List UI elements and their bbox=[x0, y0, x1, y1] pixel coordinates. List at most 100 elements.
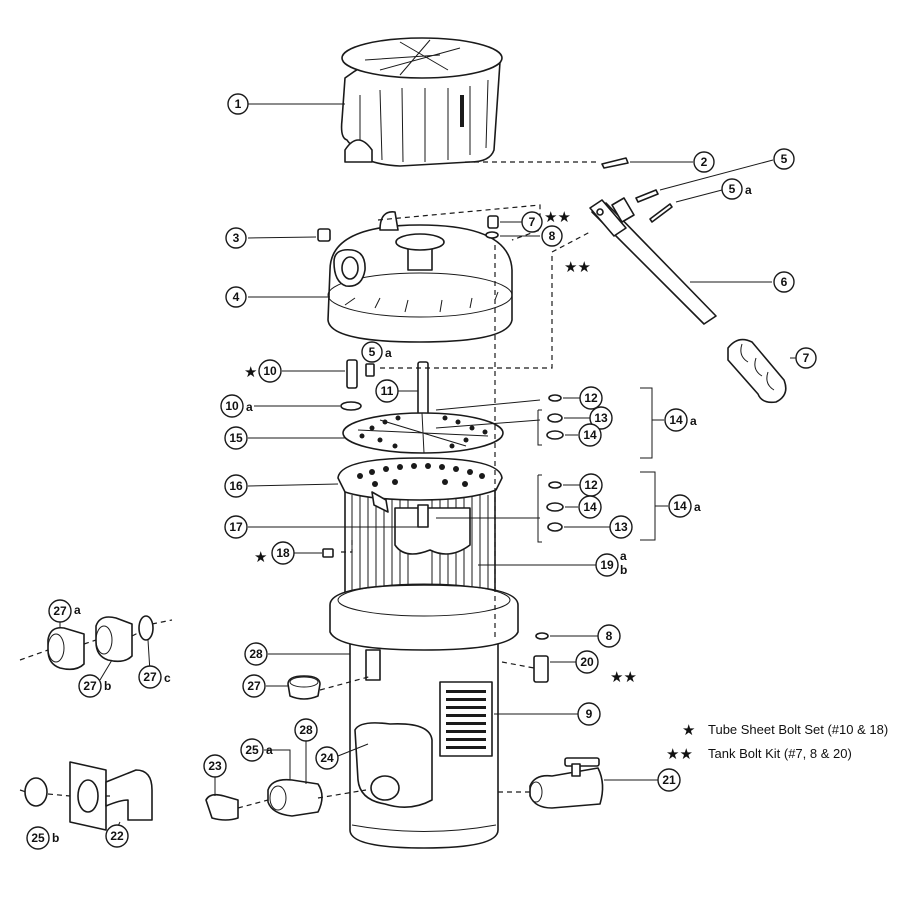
callout-number: 10 bbox=[263, 364, 277, 378]
callout-10: 10 bbox=[258, 359, 282, 383]
callout-suffix: a bbox=[694, 500, 701, 514]
part-tank-drawing bbox=[329, 583, 519, 849]
callout-number: 16 bbox=[229, 479, 243, 493]
legend-single-star: ★ bbox=[682, 721, 695, 739]
callout-number: 27 bbox=[53, 604, 67, 618]
callout-number: 5 bbox=[781, 152, 788, 166]
callout-number: 14 bbox=[669, 413, 683, 427]
callout-13-mid: 13 bbox=[609, 515, 633, 539]
callout-number: 14 bbox=[673, 499, 687, 513]
callout-number: 21 bbox=[662, 773, 676, 787]
callout-suffix: a bbox=[745, 183, 752, 197]
callout-3: 3 bbox=[225, 227, 247, 249]
callout-number: 10 bbox=[225, 399, 239, 413]
callout-number: 24 bbox=[320, 751, 334, 765]
callout-number: 12 bbox=[584, 391, 598, 405]
callout-suffix: a bbox=[74, 603, 81, 617]
callout-number: 15 bbox=[229, 431, 243, 445]
callout-11: 11 bbox=[375, 379, 399, 403]
legend: ★ Tube Sheet Bolt Set (#10 & 18) ★★ Tank… bbox=[666, 721, 888, 763]
star-marker-double: ★★ bbox=[610, 668, 637, 686]
callout-number: 8 bbox=[606, 629, 613, 643]
callout-number: 7 bbox=[529, 215, 536, 229]
callout-suffix: a bbox=[266, 743, 273, 757]
callout-suffix: a bbox=[385, 346, 392, 360]
part-lid-drawing bbox=[327, 211, 513, 343]
callout-27: 27 bbox=[242, 674, 266, 698]
callout-17: 17 bbox=[224, 515, 248, 539]
callout-number: 22 bbox=[110, 829, 124, 843]
callout-number: 25 bbox=[245, 743, 259, 757]
callout-23: 23 bbox=[203, 754, 227, 778]
callout-number: 5 bbox=[369, 345, 376, 359]
callout-suffix: c bbox=[164, 671, 171, 685]
callout-14a-mid: 14 a bbox=[668, 494, 701, 518]
callout-4: 4 bbox=[225, 286, 247, 308]
callout-number: 14 bbox=[583, 428, 597, 442]
callout-number: 23 bbox=[208, 759, 222, 773]
callout-number: 18 bbox=[276, 546, 290, 560]
callout-25a: 25 a bbox=[240, 738, 273, 762]
callout-27b: 27 b bbox=[78, 674, 111, 698]
star-marker-single: ★ bbox=[244, 363, 257, 381]
small-hardware-drawings bbox=[317, 157, 673, 683]
callout-number: 27 bbox=[247, 679, 261, 693]
callout-20: 20 bbox=[575, 650, 599, 674]
star-marker-double: ★★ bbox=[544, 208, 571, 226]
legend-double-star: ★★ bbox=[666, 745, 693, 763]
callout-15: 15 bbox=[224, 426, 248, 450]
part-union-drawing bbox=[47, 615, 154, 671]
legend-double-text: Tank Bolt Kit (#7, 8 & 20) bbox=[708, 746, 852, 761]
callout-suffix: b bbox=[104, 679, 111, 693]
callout-14a-top: 14 a bbox=[664, 408, 697, 432]
callout-number: 11 bbox=[381, 384, 394, 398]
callout-suffix: a bbox=[690, 414, 697, 428]
callout-number: 7 bbox=[803, 351, 810, 365]
callout-number: 28 bbox=[249, 647, 263, 661]
callout-number: 14 bbox=[583, 500, 597, 514]
part-drain-cap-drawing bbox=[287, 675, 321, 700]
legend-single-text: Tube Sheet Bolt Set (#10 & 18) bbox=[708, 722, 888, 737]
callout-number: 6 bbox=[781, 275, 788, 289]
callout-6: 6 bbox=[773, 271, 795, 293]
callout-21: 21 bbox=[657, 768, 681, 792]
callout-7-top: 7 bbox=[521, 211, 543, 233]
callout-9: 9 bbox=[577, 702, 601, 726]
callout-18: 18 bbox=[271, 541, 295, 565]
callout-number: 1 bbox=[235, 97, 242, 111]
callout-number: 12 bbox=[584, 478, 598, 492]
callout-24: 24 bbox=[315, 746, 339, 770]
callout-14-top: 14 bbox=[578, 423, 602, 447]
part-bulkhead-drawing bbox=[24, 761, 153, 831]
callout-number: 20 bbox=[580, 655, 594, 669]
callout-12-top: 12 bbox=[579, 386, 603, 410]
leader-lines bbox=[59, 103, 796, 827]
callout-suffix: a bbox=[246, 400, 253, 414]
part-valve-drawing bbox=[529, 757, 604, 809]
callout-10a: 10 a bbox=[220, 394, 253, 418]
callout-12-mid: 12 bbox=[579, 473, 603, 497]
callout-number: 3 bbox=[233, 231, 240, 245]
callout-number: 28 bbox=[299, 723, 313, 737]
callout-number: 27 bbox=[83, 679, 97, 693]
part-cover-drawing bbox=[340, 37, 503, 167]
part-handle-drawing bbox=[589, 197, 717, 325]
callout-number: 8 bbox=[549, 229, 556, 243]
callout-1: 1 bbox=[227, 93, 249, 115]
star-marker-single: ★ bbox=[254, 548, 267, 566]
callout-14-mid: 14 bbox=[578, 495, 602, 519]
callout-suffix: b bbox=[52, 831, 59, 845]
callout-number: 27 bbox=[143, 670, 157, 684]
callout-7-right: 7 bbox=[795, 347, 817, 369]
callout-number: 13 bbox=[614, 520, 628, 534]
callout-number: 19 bbox=[600, 558, 614, 572]
callout-number: 9 bbox=[586, 707, 593, 721]
callout-number: 2 bbox=[701, 155, 708, 169]
callout-suffix: a bbox=[620, 549, 627, 563]
callout-number: 4 bbox=[233, 290, 240, 304]
